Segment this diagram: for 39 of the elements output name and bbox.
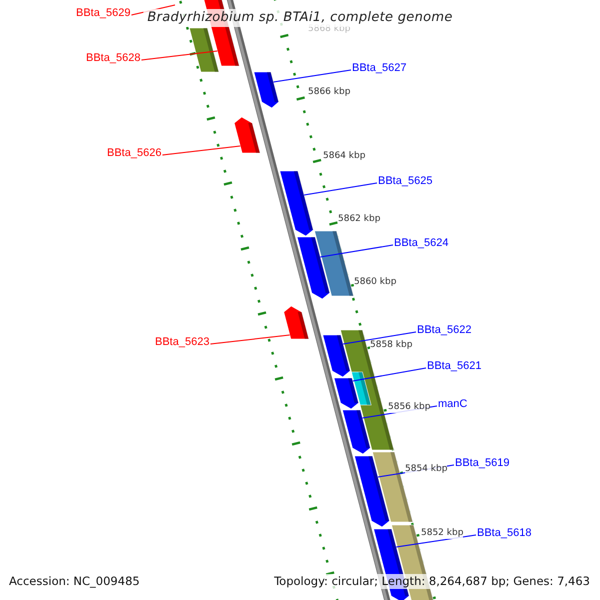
scale-label: 5852 kbp xyxy=(421,528,464,539)
scale-label: 5862 kbp xyxy=(338,214,380,225)
scale-label: 5860 kbp xyxy=(354,277,396,288)
leader-line xyxy=(272,70,352,82)
scale-label: 5856 kbp xyxy=(388,402,430,413)
leader-line xyxy=(304,182,378,196)
gene-label: BBta_5625 xyxy=(378,175,432,188)
scale-label: 5864 kbp xyxy=(323,151,366,162)
scale-label: 5854 kbp xyxy=(405,464,448,475)
gene-label: BBta_5623 xyxy=(155,336,210,349)
scale-label: 5858 kbp xyxy=(370,340,412,351)
gene-label: BBta_5621 xyxy=(427,360,482,373)
scale-label: 5866 kbp xyxy=(308,87,350,98)
gene-label: BBta_5618 xyxy=(477,527,532,540)
gene-block xyxy=(322,334,351,378)
leader-line xyxy=(320,244,394,258)
gene-label: manC xyxy=(438,398,468,411)
leader-line xyxy=(352,368,426,382)
gene-label: BBta_5624 xyxy=(394,237,448,250)
leader-line xyxy=(210,334,290,344)
gene-label: BBta_5629 xyxy=(76,7,130,20)
gene-block xyxy=(253,72,280,108)
gene-label: BBta_5622 xyxy=(417,324,472,337)
gene-block xyxy=(296,236,330,300)
gene-label: BBta_5628 xyxy=(86,52,140,65)
accession-text: Accession: NC_009485 xyxy=(7,574,142,589)
gene-block xyxy=(342,410,371,454)
genome-stats-text: Topology: circular; Length: 8,264,687 bp; Genes: 7,463 xyxy=(272,574,592,589)
gene-block xyxy=(334,378,359,410)
leader-line xyxy=(140,50,218,60)
leader-line xyxy=(342,332,416,344)
gene-label: BBta_5627 xyxy=(352,62,406,75)
gene-label: BBta_5626 xyxy=(107,147,162,160)
leader-line xyxy=(162,146,241,156)
gene-block xyxy=(283,306,310,340)
gene-block xyxy=(354,456,390,528)
gene-block xyxy=(279,170,314,236)
gene-block xyxy=(234,116,260,154)
gene-label: BBta_5619 xyxy=(455,457,510,470)
